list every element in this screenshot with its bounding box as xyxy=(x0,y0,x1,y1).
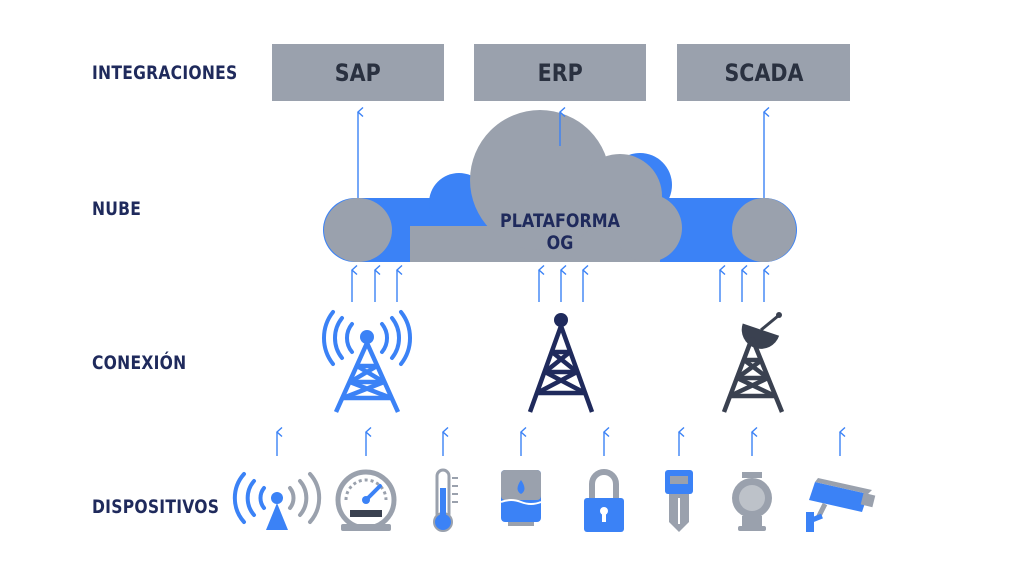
wireless-sensor-icon xyxy=(232,472,322,530)
satellite-dish-tower-icon xyxy=(721,312,785,413)
arrows-from-devices xyxy=(277,432,840,456)
arrows-to-integrations xyxy=(358,112,764,198)
row-label-conexion: CONEXIÓN xyxy=(92,352,187,374)
integration-box-sap: SAP xyxy=(272,44,444,101)
row-label-nube: NUBE xyxy=(92,198,142,220)
security-camera-icon xyxy=(806,478,876,532)
row-label-dispositivos: DISPOSITIVOS xyxy=(92,496,220,518)
padlock-icon xyxy=(584,469,624,532)
cell-tower-icon xyxy=(527,313,595,413)
arrows-to-cloud xyxy=(352,270,764,302)
cloud-platform xyxy=(323,110,797,262)
pressure-gauge-icon xyxy=(335,469,397,531)
integration-box-scada: SCADA xyxy=(677,44,850,101)
radio-tower-icon xyxy=(322,310,412,413)
integration-label-erp: ERP xyxy=(537,58,583,87)
row-label-integraciones: INTEGRACIONES xyxy=(92,62,238,84)
integration-label-scada: SCADA xyxy=(723,58,804,87)
smart-meter-icon xyxy=(732,472,772,531)
integration-label-sap: SAP xyxy=(335,58,381,87)
thermometer-icon xyxy=(433,468,458,532)
cloud-platform-label: PLATAFORMA OG xyxy=(500,210,620,254)
integration-box-erp: ERP xyxy=(474,44,646,101)
water-level-sensor-icon xyxy=(500,470,542,526)
smart-key-icon xyxy=(665,470,693,532)
